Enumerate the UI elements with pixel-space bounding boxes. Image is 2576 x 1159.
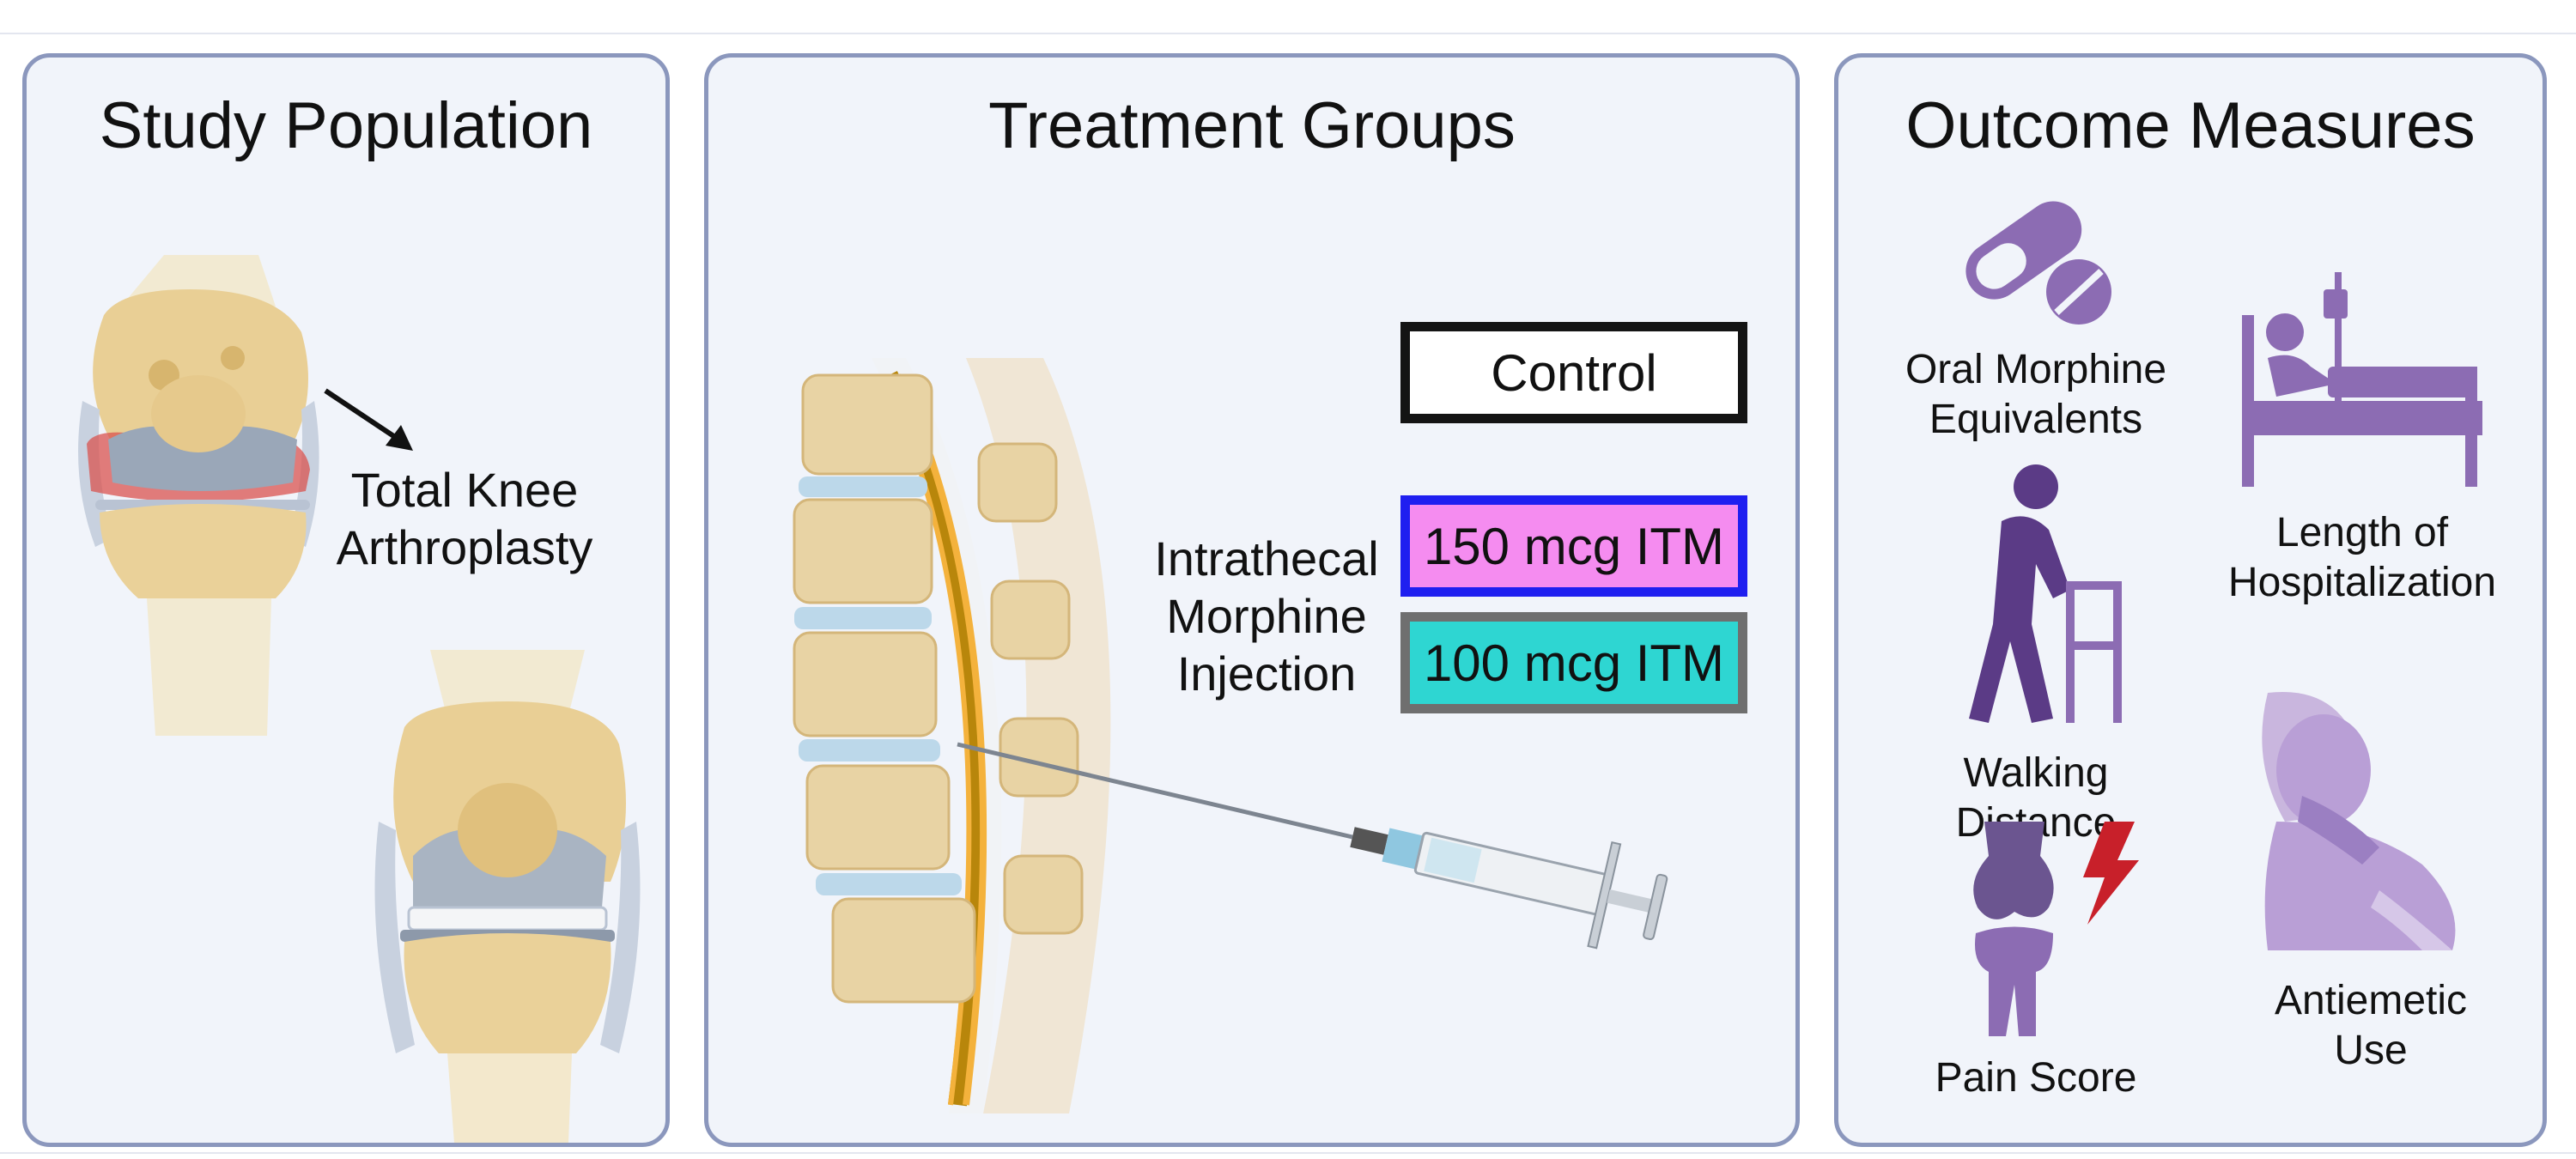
- hospital-bed-icon: [2242, 272, 2482, 487]
- panel-title: Study Population: [99, 89, 593, 162]
- outcome-label-antiemetic: Antiemetic Use: [2274, 978, 2468, 1073]
- itm-100-group-box: 100 mcg ITM: [1400, 612, 1747, 713]
- bottom-divider: [0, 1152, 2576, 1154]
- arrow-icon: [324, 388, 413, 451]
- nausea-icon: [2262, 692, 2456, 950]
- knee-replacement-illustration: [374, 650, 641, 1143]
- treatment-groups-panel: Treatment Groups: [704, 53, 1800, 1147]
- top-divider: [0, 33, 2576, 34]
- panel-title: Outcome Measures: [1905, 89, 2476, 162]
- itm-150-group-box: 150 mcg ITM: [1400, 495, 1747, 597]
- injection-label: Intrathecal Morphine Injection: [1154, 531, 1379, 701]
- knee-pain-icon: [1973, 822, 2139, 1036]
- tka-label: Total Knee Arthroplasty: [336, 463, 593, 575]
- control-group-box: Control: [1400, 322, 1747, 423]
- outcome-label-pain: Pain Score: [1935, 1055, 2137, 1101]
- outcome-label-ome: Oral Morphine Equivalents: [1905, 347, 2167, 442]
- outcome-measures-panel: Outcome Measures Oral Morphine Equivalen…: [1834, 53, 2547, 1147]
- walker-icon: [1969, 464, 2122, 723]
- arthritic-knee-illustration: [78, 255, 319, 736]
- outcome-label-hospitalization: Length of Hospitalization: [2227, 510, 2497, 605]
- panel-title: Treatment Groups: [988, 89, 1516, 162]
- spine-illustration: [793, 358, 1111, 1113]
- study-population-panel: Study Population Total Knee Arthroplasty: [22, 53, 670, 1147]
- syringe-icon: [957, 742, 1668, 950]
- pill-icon: [1965, 201, 2111, 325]
